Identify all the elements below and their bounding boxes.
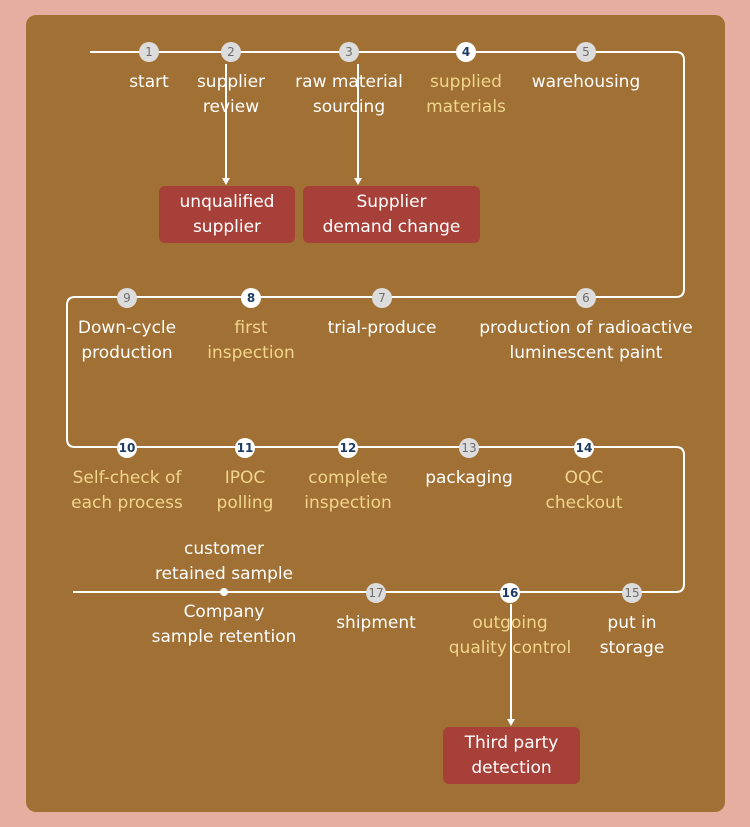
step-badge: 13 (459, 438, 479, 458)
step-6: 6 production of radioactive luminescent … (479, 287, 693, 366)
step-badge: 3 (339, 42, 359, 62)
step-11: 11 IPOC polling (145, 437, 345, 516)
step-4: 4 supplied materials (366, 41, 566, 120)
step-1: 1 start (49, 41, 249, 95)
step-badge: 6 (576, 288, 596, 308)
step-label: complete inspection (304, 468, 392, 513)
step-badge: 7 (372, 288, 392, 308)
step-label: warehousing (531, 72, 641, 92)
third-party-detection-box: Third party detection (443, 727, 580, 784)
arrow-head-16 (507, 719, 515, 726)
step-label: trial-produce (327, 318, 437, 338)
step-label: first inspection (207, 318, 295, 363)
step-label: put in storage (599, 613, 665, 658)
step-7: 7 trial-produce (282, 287, 482, 341)
step-label: supplied materials (426, 72, 506, 117)
step-8: 8 first inspection (151, 287, 351, 366)
step-9: 9 Down-cycle production (27, 287, 227, 366)
step-badge: 12 (338, 438, 358, 458)
step-label: OQC checkout (545, 468, 623, 513)
unqualified-supplier-box: unqualified supplier (159, 186, 295, 243)
step-12: 12 complete inspection (248, 437, 448, 516)
step-label: shipment (336, 613, 416, 633)
step-badge: 4 (456, 42, 476, 62)
arrow-head-3 (354, 178, 362, 185)
step-badge: 17 (366, 583, 386, 603)
supplier-demand-change-box: Supplier demand change (303, 186, 480, 243)
step-badge: 2 (221, 42, 241, 62)
customer-retained-sample-label: customer retained sample (154, 539, 294, 584)
step-2: 2 supplier review (131, 41, 331, 120)
step-14: 14 OQC checkout (484, 437, 684, 516)
step-badge: 11 (235, 438, 255, 458)
step-badge: 8 (241, 288, 261, 308)
step-label: Down-cycle production (77, 318, 177, 363)
step-badge: 5 (576, 42, 596, 62)
step-16: 16 outgoing quality control (410, 582, 610, 661)
step-5: 5 warehousing (486, 41, 686, 95)
step-label: Self-check of each process (71, 468, 183, 513)
step-15: 15 put in storage (532, 582, 732, 661)
end-node-dot (220, 588, 228, 596)
step-3: 3 raw material sourcing (249, 41, 449, 120)
step-label: outgoing quality control (448, 613, 572, 658)
company-sample-retention-label: Company sample retention (151, 602, 297, 647)
flowchart-panel (26, 15, 725, 812)
step-badge: 14 (574, 438, 594, 458)
step-13: 13 packaging (369, 437, 569, 491)
step-label: raw material sourcing (295, 72, 403, 117)
step-label: start (129, 72, 169, 92)
arrow-head-2 (222, 178, 230, 185)
step-badge: 16 (500, 583, 520, 603)
step-10: 10 Self-check of each process (27, 437, 227, 516)
step-badge: 10 (117, 438, 137, 458)
step-label: supplier review (196, 72, 266, 117)
flow-line-row1 (66, 51, 685, 593)
step-badge: 1 (139, 42, 159, 62)
step-badge: 15 (622, 583, 642, 603)
step-17: 17 shipment (276, 582, 476, 636)
step-label: packaging (425, 468, 513, 488)
step-label: IPOC polling (216, 468, 274, 513)
step-label: production of radioactive luminescent pa… (479, 318, 693, 363)
step-badge: 9 (117, 288, 137, 308)
